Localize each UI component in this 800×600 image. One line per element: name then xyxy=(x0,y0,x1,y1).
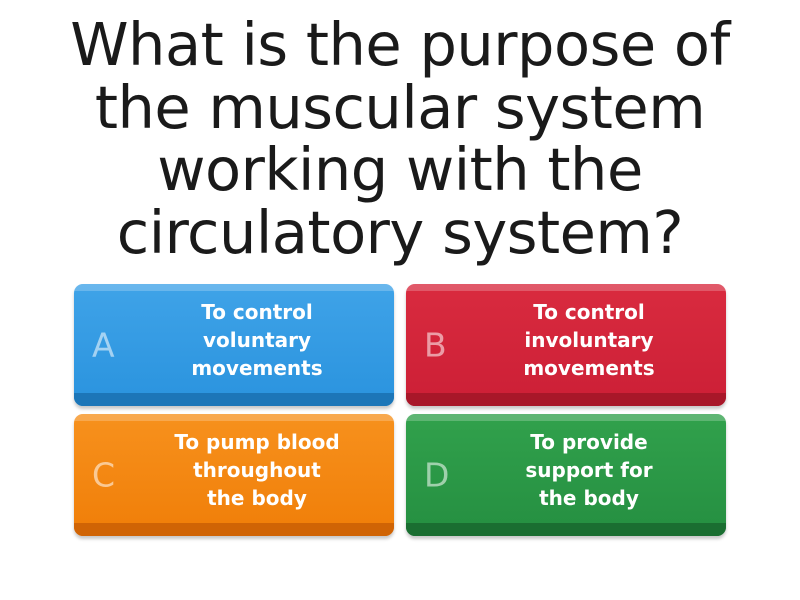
answer-option-a[interactable]: A To control voluntary movements xyxy=(74,284,394,406)
question-area: What is the purpose of the muscular syst… xyxy=(50,10,750,282)
answer-option-c[interactable]: C To pump blood throughout the body xyxy=(74,414,394,536)
answer-option-b[interactable]: B To control involuntary movements xyxy=(406,284,726,406)
answer-label-c: To pump blood throughout the body xyxy=(174,430,340,510)
answer-options-grid: A To control voluntary movements B To co… xyxy=(74,284,726,536)
answer-label-b: To control involuntary movements xyxy=(523,300,655,380)
answer-letter-a: A xyxy=(92,325,115,365)
answer-option-d[interactable]: D To provide support for the body xyxy=(406,414,726,536)
answer-letter-c: C xyxy=(92,455,116,495)
question-text: What is the purpose of the muscular syst… xyxy=(70,10,730,267)
answer-label-a: To control voluntary movements xyxy=(191,300,323,380)
answer-label-d: To provide support for the body xyxy=(525,430,653,510)
answer-letter-b: B xyxy=(424,325,447,365)
answer-letter-d: D xyxy=(424,455,450,495)
